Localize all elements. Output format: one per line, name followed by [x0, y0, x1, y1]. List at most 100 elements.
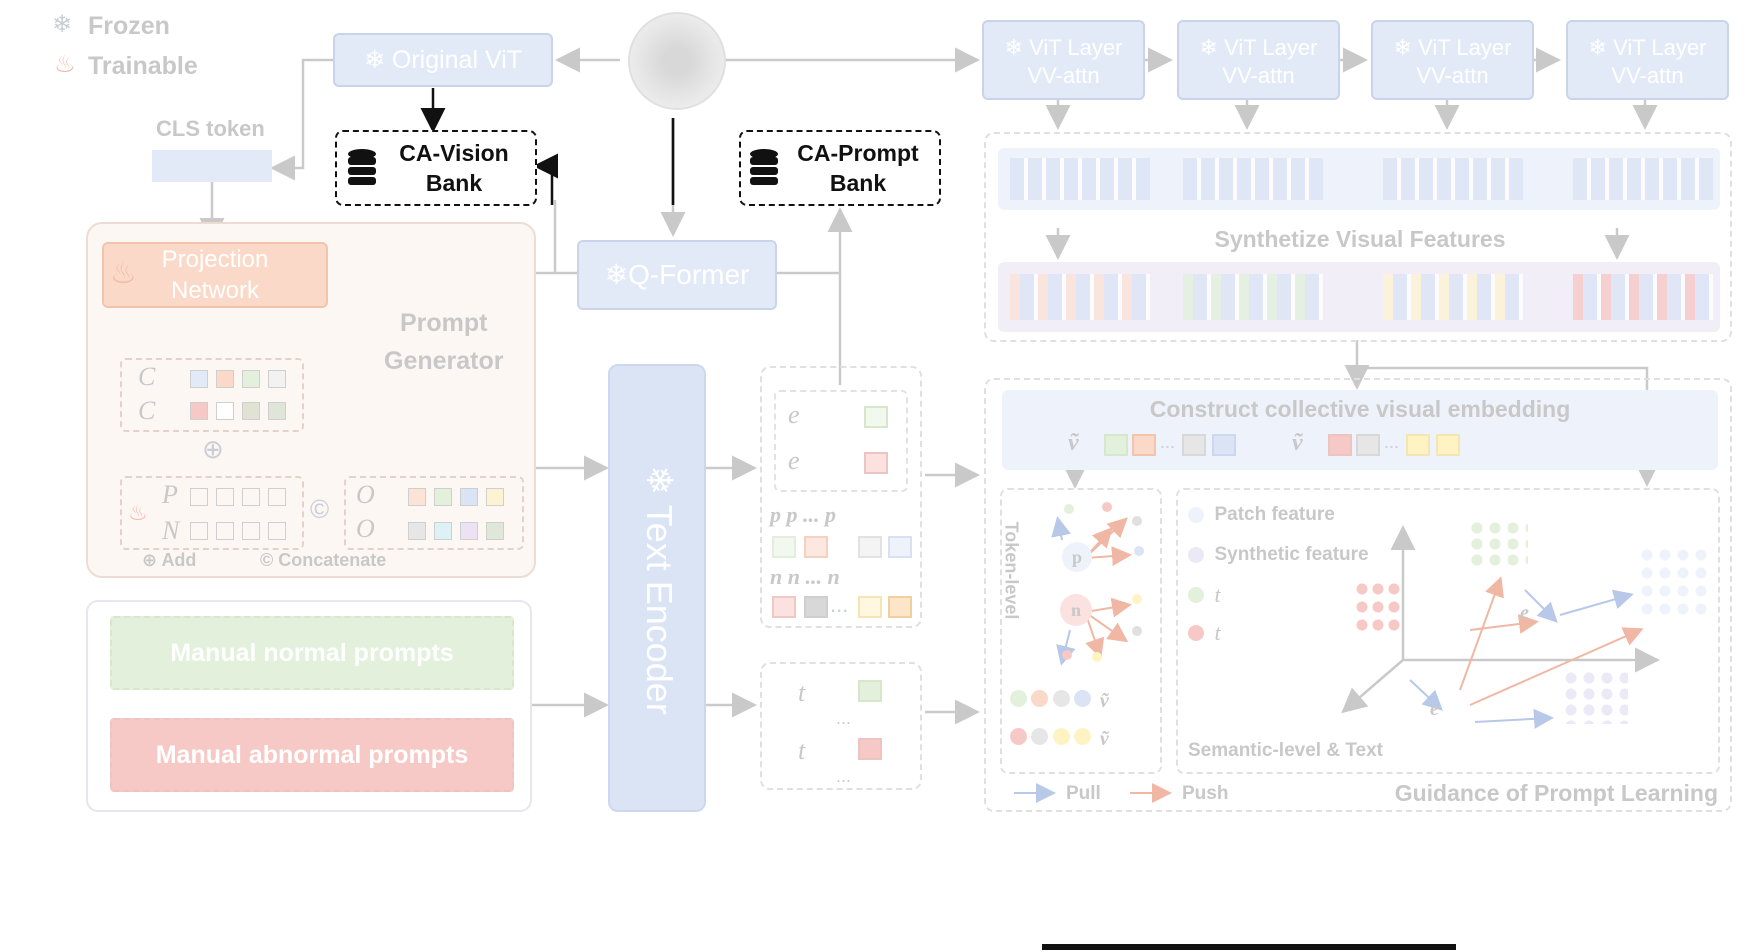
p-token: p: [1062, 542, 1092, 572]
synthesize-panel: Synthetize Visual Features: [984, 132, 1732, 342]
t-normal-cell: [858, 680, 882, 702]
legend-t-normal: t: [1188, 582, 1221, 608]
v-dots: ...: [1160, 432, 1176, 452]
pull-label: Pull: [1066, 783, 1101, 804]
prompt-cell: [268, 488, 286, 506]
original-vit-box: ❄ Original ViT: [333, 33, 553, 87]
push-label: Push: [1182, 783, 1229, 804]
synthetic-cluster: [1562, 670, 1628, 724]
token-dot: [1134, 546, 1144, 556]
output-cell: [486, 488, 504, 506]
vit-layer-1: ❄ ViT Layer VV-attn: [982, 20, 1145, 100]
e-normal-label: e: [788, 400, 800, 429]
v-normal-label: ṽ: [1068, 430, 1079, 456]
prompt-generator-panel: ♨ Projection Network Prompt Generator C …: [86, 222, 536, 578]
concatenate-legend: © Concatenate: [260, 550, 387, 570]
v-normal-dots: ṽ: [1010, 690, 1109, 713]
add-icon: ⊕: [142, 550, 158, 570]
ca-vision-bank: CA-Vision Bank: [335, 130, 537, 206]
prompt-cell: [242, 488, 260, 506]
v-abnormal-label: ṽ: [1292, 430, 1303, 456]
token-dot: [1102, 502, 1112, 512]
t-normal-label: t: [798, 678, 806, 707]
ca-prompt-bank: CA-Prompt Bank: [739, 130, 941, 206]
n-label: N: [162, 516, 180, 545]
flame-icon: ♨: [128, 500, 148, 525]
feature-patch: [1183, 274, 1323, 320]
manual-normal-prompts: Manual normal prompts: [110, 616, 514, 690]
token-dot: [1132, 594, 1142, 604]
output-prompt-block: O O: [344, 476, 524, 550]
o-abnormal-label: O: [356, 514, 375, 543]
input-image: [628, 12, 726, 110]
collective-embedding-bar: Construct collective visual embedding ṽ …: [1002, 390, 1718, 470]
p-label: P: [162, 480, 178, 509]
context-cell: [190, 370, 208, 388]
context-cell: [268, 402, 286, 420]
prompt-cell: [216, 488, 234, 506]
feature-strip-top: [998, 148, 1720, 210]
context-cell: [242, 402, 260, 420]
legend-synthetic-feature: Synthetic feature: [1188, 544, 1369, 566]
prompt-cell: [216, 522, 234, 540]
e-embeddings: e e: [774, 390, 908, 492]
n-dots: ...: [830, 592, 849, 617]
p-cell: [858, 536, 882, 558]
output-cell: [434, 488, 452, 506]
t-abnormal-cell: [858, 738, 882, 760]
token-dot: [1092, 652, 1102, 662]
feature-patch: [1010, 274, 1150, 320]
e-abnormal-point: e: [1430, 698, 1439, 720]
p-row-label: p p ... p: [770, 502, 836, 527]
p-cell: [888, 536, 912, 558]
cls-token-box: [152, 150, 272, 182]
n-cell: [804, 596, 828, 618]
dot-icon: [1188, 625, 1204, 641]
token-dot: [1132, 516, 1142, 526]
v-cell: [1406, 434, 1430, 456]
add-legend: ⊕ Add: [142, 550, 197, 570]
feature-strip-bottom: [998, 262, 1720, 332]
token-level-label: Token-level: [1001, 521, 1022, 620]
output-cell: [408, 522, 426, 540]
database-icon: [347, 148, 377, 186]
n-cell: [772, 596, 796, 618]
prompt-generator-title: Prompt Generator: [384, 309, 504, 375]
output-cell: [408, 488, 426, 506]
text-encoder: ❄ Text Encoder: [608, 364, 706, 812]
feature-patch: [1573, 274, 1713, 320]
n-cell: [888, 596, 912, 618]
output-cell: [486, 522, 504, 540]
abnormal-text-cluster: [1354, 580, 1404, 634]
feature-patch: [1183, 158, 1323, 200]
database-icon: [749, 148, 779, 186]
v-cell: [1182, 434, 1206, 456]
dot-icon: [1188, 547, 1204, 563]
output-cell: [460, 488, 478, 506]
e-abnormal-label: e: [788, 446, 800, 475]
t-dots-1: ...: [836, 708, 852, 728]
snowflake-icon: ❄: [363, 46, 392, 74]
q-former-box: ❄Q-Former: [577, 240, 777, 310]
dot-icon: [1188, 587, 1204, 603]
text-embeddings-panel: t ... t ...: [760, 662, 922, 790]
snowflake-icon: ❄: [1199, 35, 1225, 60]
context-vectors-block: C C: [120, 358, 304, 432]
normal-text-cluster: [1468, 520, 1528, 570]
context-cell: [268, 370, 286, 388]
v-dots: ...: [1384, 432, 1400, 452]
snowflake-icon: ❄: [639, 465, 680, 505]
n-token: n: [1060, 594, 1092, 626]
feature-patch: [1010, 158, 1150, 200]
snowflake-icon: ❄: [52, 11, 73, 38]
v-abnormal-dots: ṽ: [1010, 728, 1109, 751]
token-dot: [1062, 650, 1072, 660]
c-abnormal-label: C: [138, 396, 156, 425]
p-cell: [772, 536, 796, 558]
text-encoder-label: ❄ Text Encoder: [639, 465, 680, 715]
manual-prompts-panel: Manual normal prompts Manual abnormal pr…: [86, 600, 532, 812]
feature-patch: [1383, 158, 1523, 200]
feature-patch: [1573, 158, 1713, 200]
projection-network: ♨ Projection Network: [102, 242, 328, 308]
token-dot: [1064, 504, 1074, 514]
